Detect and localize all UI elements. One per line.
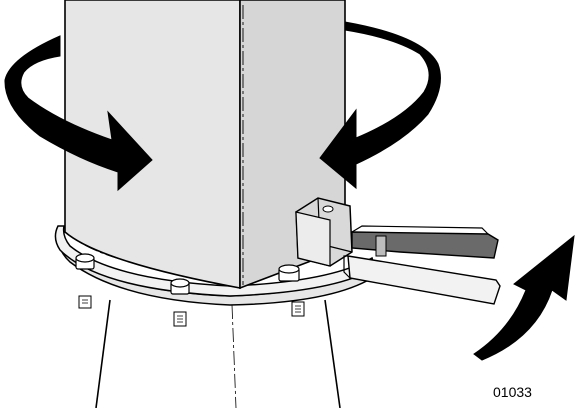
bolt	[75, 253, 95, 309]
bolt	[278, 264, 305, 317]
lower-pole	[95, 299, 341, 408]
lever-handles	[343, 225, 501, 305]
flange-bolts	[75, 253, 305, 327]
rotation-arrow-left	[4, 35, 153, 192]
curved-lift-arrow	[473, 234, 575, 361]
rotation-arrow-right	[319, 21, 441, 190]
bolt	[170, 278, 190, 327]
figure-number: 01033	[493, 384, 532, 400]
bracket	[295, 197, 353, 267]
